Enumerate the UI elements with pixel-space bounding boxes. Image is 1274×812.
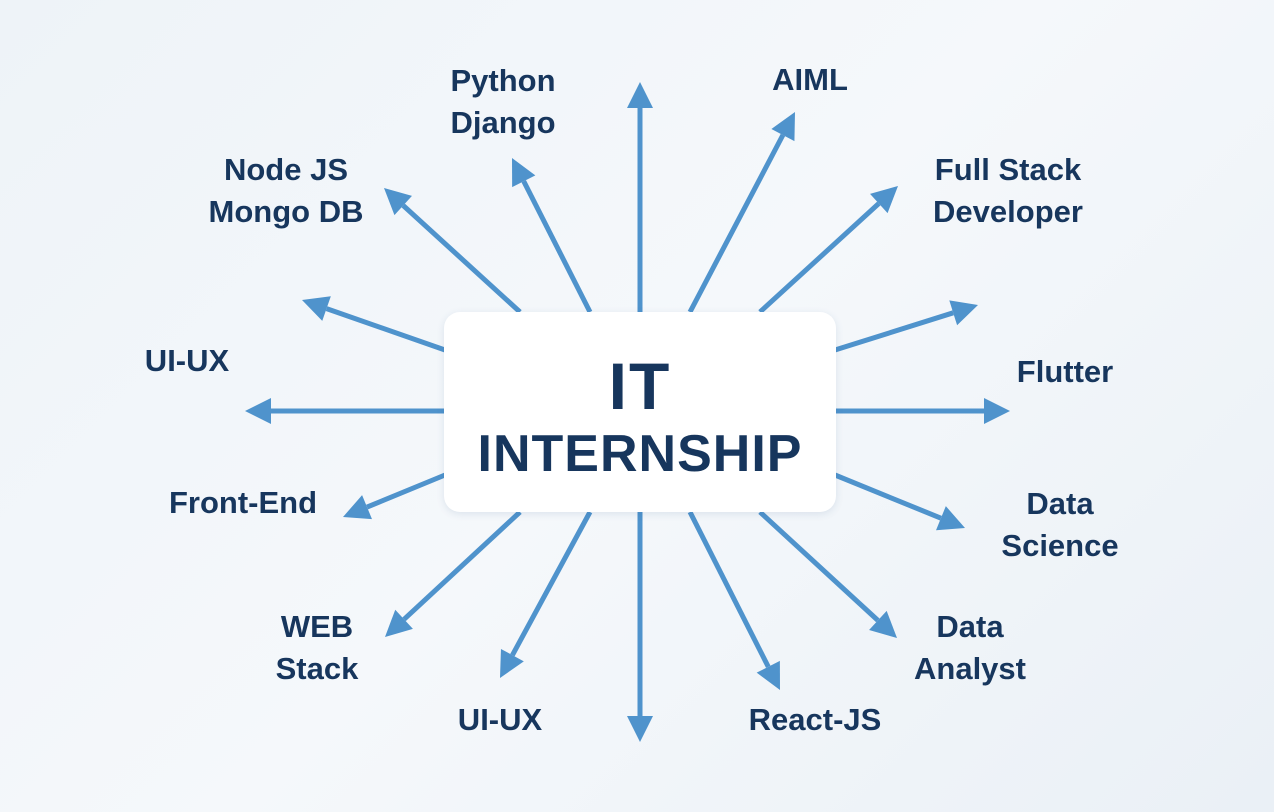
arrowhead-icon (385, 609, 413, 637)
arrow (834, 300, 978, 353)
arrowhead-icon (870, 186, 898, 214)
arrowhead-icon (869, 610, 897, 638)
label-aiml: AIML (772, 59, 848, 101)
label-line: Django (450, 105, 556, 140)
arrow-shaft (758, 201, 881, 314)
arrow (834, 472, 965, 531)
label-ui-ux-bottom: UI-UX (458, 699, 542, 741)
arrowhead-icon (245, 398, 271, 424)
arrow-shaft (758, 510, 880, 623)
label-line: UI-UX (457, 702, 543, 737)
label-line: Data (1026, 486, 1094, 521)
arrow (627, 512, 653, 742)
arrow-shaft (401, 203, 522, 314)
arrowhead-icon (627, 716, 653, 742)
label-line: UI-UX (144, 343, 230, 378)
label-line: React-JS (748, 702, 882, 737)
arrowhead-icon (949, 300, 978, 326)
arrow (758, 510, 897, 638)
label-line: Front-End (168, 485, 318, 520)
arrow-shaft (834, 310, 954, 353)
arrow (302, 296, 446, 353)
arrow (343, 472, 446, 520)
arrow-shaft (366, 472, 446, 510)
center-box: IT INTERNSHIP (444, 312, 836, 512)
arrow (385, 510, 522, 637)
arrow-shaft (521, 180, 593, 314)
arrow-shaft (687, 510, 771, 668)
label-line: WEB (280, 609, 354, 644)
label-ui-ux-left: UI-UX (145, 340, 229, 382)
label-front-end: Front-End (169, 482, 317, 524)
arrow-shaft (325, 306, 446, 353)
label-line: Data (936, 609, 1004, 644)
arrowhead-icon (936, 506, 965, 531)
arrow (687, 510, 780, 690)
label-line: Node JS (223, 152, 349, 187)
label-line: Analyst (914, 651, 1026, 686)
label-line: Mongo DB (208, 194, 364, 229)
label-line: AIML (772, 62, 848, 97)
center-title: IT (608, 349, 672, 423)
label-line: Science (1001, 528, 1119, 563)
label-nodejs-mongodb: Node JS Mongo DB (209, 149, 364, 233)
arrow (758, 186, 898, 314)
label-line: Flutter (1016, 354, 1114, 389)
arrow (512, 158, 593, 314)
arrowhead-icon (627, 82, 653, 108)
arrow-shaft (402, 510, 522, 622)
arrowhead-icon (384, 188, 412, 216)
arrow (687, 112, 795, 314)
arrow-shaft (834, 472, 942, 521)
arrowhead-icon (302, 296, 331, 321)
arrow (384, 188, 522, 314)
label-line: Full Stack (934, 152, 1082, 187)
label-line: Python (450, 63, 556, 98)
arrowhead-icon (984, 398, 1010, 424)
arrowhead-icon (512, 158, 536, 188)
arrowhead-icon (343, 495, 372, 520)
arrow (835, 398, 1010, 424)
label-line: Stack (275, 651, 359, 686)
arrowhead-icon (500, 648, 524, 678)
label-flutter: Flutter (1017, 351, 1113, 393)
arrow (627, 82, 653, 312)
label-line: Developer (933, 194, 1083, 229)
arrowhead-icon (771, 112, 795, 142)
arrowhead-icon (756, 660, 780, 690)
center-subtitle: INTERNSHIP (477, 425, 803, 483)
arrow-shaft (687, 133, 786, 314)
label-react-js: React-JS (749, 699, 882, 741)
arrow (245, 398, 445, 424)
arrow-shaft (510, 510, 593, 657)
arrow (500, 510, 593, 678)
label-web-stack: WEB Stack (276, 606, 359, 690)
